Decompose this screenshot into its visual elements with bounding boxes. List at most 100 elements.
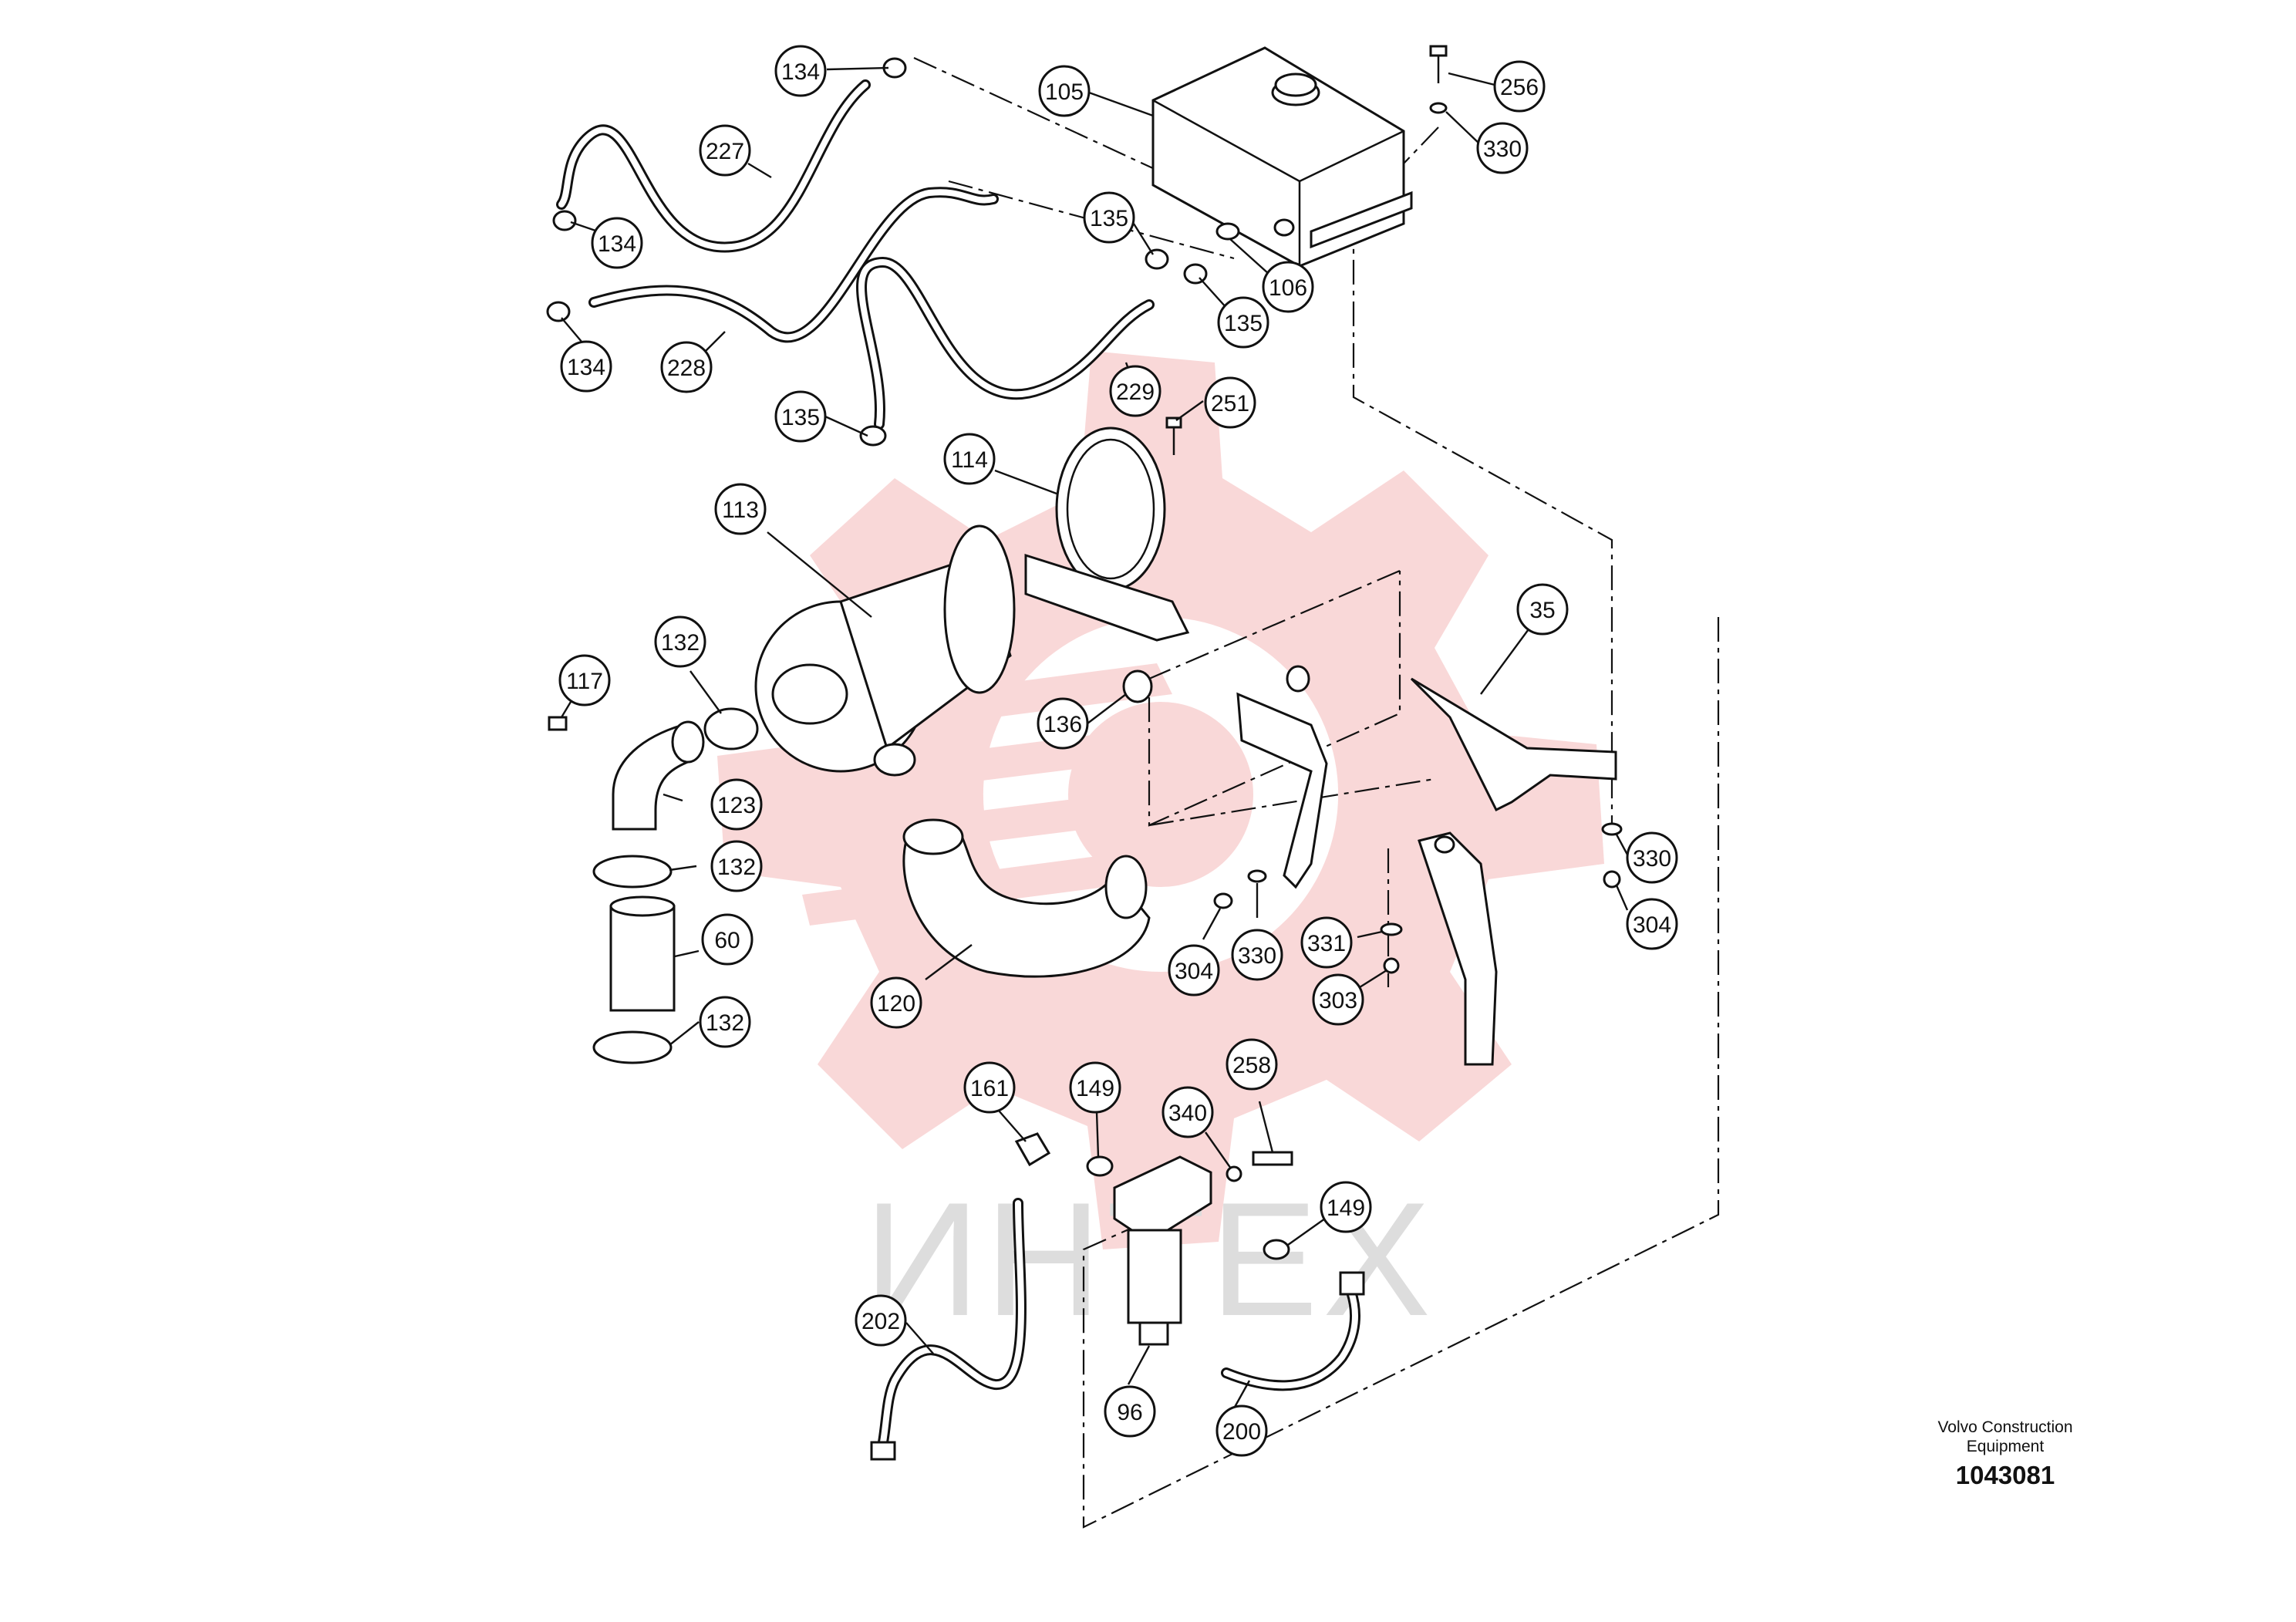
manufacturer-name: Volvo Construction Equipment — [1937, 1418, 2073, 1455]
callout-label: 258 — [1232, 1053, 1271, 1078]
callout-120: 120 — [870, 976, 922, 1029]
callout-label: 330 — [1633, 846, 1671, 872]
document-info: Volvo Construction Equipment 1043081 — [1913, 1418, 2098, 1490]
callout-label: 135 — [1224, 311, 1263, 336]
callout-134a: 134 — [774, 45, 827, 97]
callout-106: 106 — [1262, 261, 1314, 313]
plug-117 — [548, 716, 568, 731]
callout-135c: 135 — [774, 390, 827, 443]
callout-96: 96 — [1104, 1385, 1156, 1438]
callout-label: 256 — [1500, 75, 1539, 100]
callout-200: 200 — [1215, 1404, 1268, 1457]
callout-label: 132 — [661, 630, 700, 656]
callout-123: 123 — [710, 778, 763, 831]
callout-136: 136 — [1037, 697, 1089, 750]
callout-60: 60 — [701, 913, 754, 966]
callout-label: 132 — [706, 1010, 744, 1036]
callout-35: 35 — [1516, 583, 1569, 636]
document-number: 1043081 — [1955, 1461, 2055, 1489]
elbow-123 — [548, 716, 705, 831]
callout-label: 136 — [1043, 712, 1082, 737]
fuel-filter-96 — [1014, 1132, 1293, 1346]
hose-228 — [588, 187, 999, 343]
callout-304a: 304 — [1168, 944, 1220, 996]
callout-202: 202 — [855, 1294, 907, 1347]
callout-113: 113 — [714, 483, 767, 535]
callout-251: 251 — [1204, 376, 1256, 429]
leader-lines — [560, 66, 1629, 1416]
callout-label: 123 — [717, 793, 756, 818]
callout-330a: 330 — [1476, 122, 1529, 174]
callout-117: 117 — [558, 654, 611, 706]
fuel-hose-200 — [1221, 1271, 1365, 1391]
expansion-tank-105 — [1151, 46, 1413, 268]
callout-label: 113 — [722, 497, 759, 523]
callout-label: 251 — [1211, 391, 1249, 416]
callout-132c: 132 — [699, 996, 751, 1048]
callout-label: 200 — [1222, 1419, 1261, 1445]
callout-label: 149 — [1076, 1076, 1114, 1101]
callout-label: 340 — [1168, 1101, 1207, 1126]
callout-304b: 304 — [1626, 898, 1678, 950]
callout-label: 60 — [714, 928, 740, 953]
callout-label: 134 — [781, 59, 820, 85]
callout-340: 340 — [1161, 1086, 1214, 1138]
callout-label: 330 — [1238, 943, 1276, 969]
callout-331: 331 — [1300, 916, 1353, 969]
callout-label: 304 — [1175, 959, 1213, 984]
callout-258: 258 — [1226, 1038, 1278, 1091]
callout-303: 303 — [1312, 973, 1364, 1026]
callout-161: 161 — [963, 1061, 1016, 1114]
callout-135a: 135 — [1083, 191, 1135, 244]
callout-227: 227 — [699, 124, 751, 177]
bracket-35 — [1236, 665, 1617, 1066]
callout-label: 117 — [566, 669, 603, 694]
callout-label: 105 — [1045, 79, 1084, 105]
grommet-136 — [1122, 669, 1153, 703]
fasteners — [1213, 822, 1623, 974]
callout-label: 96 — [1117, 1400, 1142, 1425]
callout-149a: 149 — [1069, 1061, 1121, 1114]
callout-256: 256 — [1493, 60, 1546, 113]
callout-label: 304 — [1633, 912, 1671, 938]
hose-sleeve-60 — [592, 855, 676, 1064]
fuel-hose-202 — [870, 1198, 1027, 1461]
callout-label: 149 — [1327, 1195, 1365, 1221]
callout-330b: 330 — [1231, 929, 1283, 981]
callout-330c: 330 — [1626, 831, 1678, 884]
callout-label: 134 — [598, 231, 636, 257]
callout-134b: 134 — [591, 217, 643, 269]
callout-label: 330 — [1483, 137, 1522, 162]
callout-114: 114 — [943, 433, 996, 485]
callout-label: 35 — [1529, 598, 1555, 623]
callout-label: 229 — [1116, 379, 1155, 405]
callout-label: 134 — [567, 355, 605, 380]
callout-label: 132 — [717, 855, 756, 880]
callout-135b: 135 — [1217, 296, 1269, 349]
callout-label: 228 — [667, 356, 706, 381]
hose-229 — [856, 257, 1155, 430]
callout-label: 161 — [970, 1076, 1009, 1101]
hose-227 — [556, 79, 871, 253]
callout-105: 105 — [1038, 65, 1091, 117]
air-filter-113 — [754, 524, 1016, 777]
bolt-256 — [1429, 45, 1448, 114]
mounting-band-114 — [1024, 427, 1190, 642]
callout-label: 120 — [877, 991, 915, 1017]
clamp-132-filter — [703, 707, 759, 750]
callout-label: 106 — [1269, 275, 1307, 301]
callout-label: 303 — [1319, 988, 1357, 1013]
callout-132a: 132 — [654, 615, 706, 668]
callout-132b: 132 — [710, 840, 763, 892]
callout-134c: 134 — [560, 340, 612, 393]
intake-pipe-120 — [902, 818, 1151, 978]
callout-label: 202 — [861, 1309, 900, 1334]
callout-label: 135 — [781, 405, 820, 430]
callout-228: 228 — [660, 341, 713, 393]
callout-229: 229 — [1109, 365, 1161, 417]
callout-label: 135 — [1090, 206, 1128, 231]
callout-label: 114 — [951, 447, 988, 473]
callout-label: 331 — [1307, 931, 1346, 956]
